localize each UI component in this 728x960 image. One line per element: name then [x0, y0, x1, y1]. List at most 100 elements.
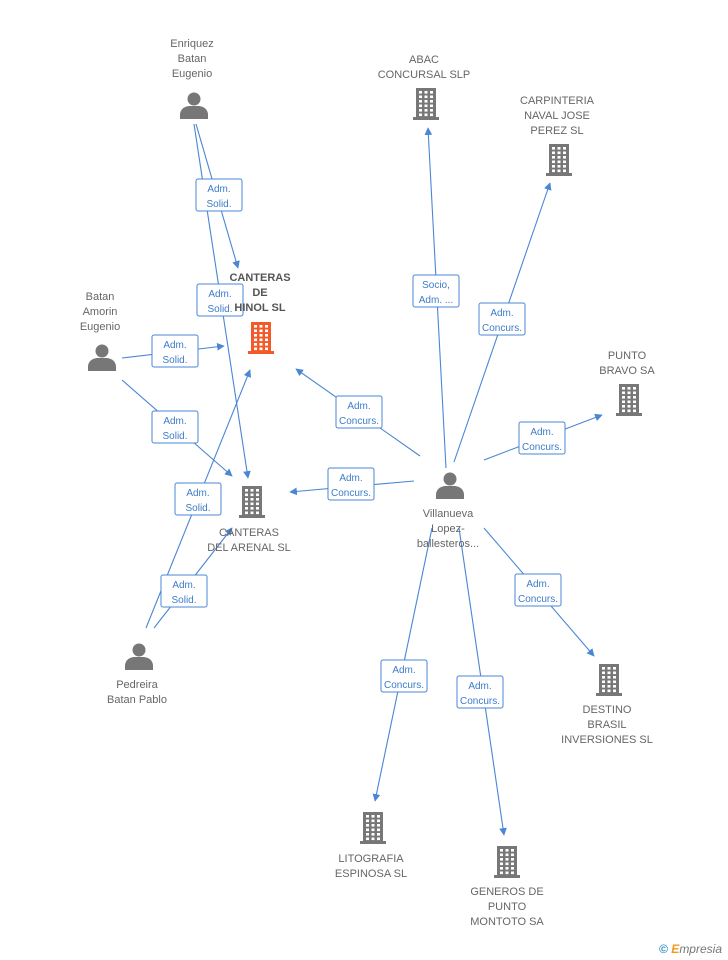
building-window — [505, 853, 509, 857]
person-body — [125, 657, 153, 670]
edge-label-e1[interactable]: Adm. Solid. — [195, 178, 243, 212]
building-window — [250, 489, 254, 492]
person-icon — [88, 344, 116, 371]
building-window — [245, 507, 248, 510]
person-head — [187, 92, 201, 106]
edge-label-text: Adm. — [207, 184, 230, 195]
edge-label-e3[interactable]: Adm.Solid. — [151, 334, 199, 368]
node-label: NAVAL JOSE — [524, 110, 590, 122]
person-body — [180, 106, 208, 119]
edge-label-text: Solid. — [206, 199, 231, 210]
building-window — [250, 498, 254, 501]
building-window — [371, 819, 375, 823]
building-window — [563, 160, 566, 164]
edge-label-e6[interactable]: Adm.Solid. — [160, 574, 208, 608]
building-window — [366, 837, 369, 841]
person-head — [443, 472, 457, 486]
edge-label-box — [327, 467, 375, 501]
building-window — [613, 671, 616, 675]
building-window — [424, 95, 428, 99]
building-window — [254, 325, 257, 328]
building-window — [419, 104, 422, 108]
node-label: CANTERAS — [229, 272, 290, 284]
person-head — [95, 344, 109, 358]
edge-label-text: Concurs. — [339, 416, 379, 427]
node-label: Eugenio — [80, 321, 120, 333]
edge-label-e5[interactable]: Adm.Solid. — [174, 482, 222, 516]
edge-label-text: Adm. — [530, 427, 553, 438]
node-label: Lopez- — [431, 523, 465, 535]
node-villanueva[interactable]: VillanuevaLopez-ballesteros... — [417, 472, 479, 551]
edge-label-text: Concurs. — [482, 323, 522, 334]
edge-label-e4[interactable]: Adm.Solid. — [151, 410, 199, 444]
building-base — [596, 693, 622, 696]
edge-label-e12[interactable]: Adm.Concurs. — [514, 573, 562, 607]
edge-label-text: Concurs. — [522, 442, 562, 453]
building-window — [500, 867, 503, 870]
copyright-symbol: © — [659, 942, 668, 956]
edge-label-box — [514, 573, 562, 607]
edge-label-box — [456, 675, 504, 709]
building-window — [602, 689, 605, 693]
building-window — [419, 109, 422, 112]
building-window — [607, 685, 611, 688]
person-body — [88, 358, 116, 371]
building-window — [250, 511, 254, 515]
edge-label-box — [335, 395, 383, 429]
building-window — [377, 828, 380, 832]
edge-label-e10[interactable]: Adm.Concurs. — [335, 395, 383, 429]
edge-label-text: Adm. — [208, 289, 231, 300]
building-window — [552, 147, 555, 150]
node-label: BRASIL — [587, 719, 626, 731]
building-window — [557, 169, 561, 173]
edge-label-e13[interactable]: Adm.Concurs. — [380, 659, 428, 693]
building-window — [627, 387, 631, 390]
node-label: Enriquez — [170, 38, 213, 50]
building-window — [259, 325, 263, 328]
edge-label-e7[interactable]: Socio,Adm. ... — [412, 274, 460, 308]
edge-label-e8[interactable]: Adm.Concurs. — [478, 302, 526, 336]
edge-label-text: Solid. — [171, 595, 196, 606]
edge-label-text: Socio, — [422, 280, 450, 291]
edge-label-box — [151, 410, 199, 444]
building-window — [430, 100, 433, 103]
building-window — [371, 828, 375, 832]
building-window — [245, 493, 248, 497]
building-window — [424, 104, 428, 108]
building-window — [633, 409, 636, 413]
building-window — [563, 165, 566, 168]
node-label: Villanueva — [423, 508, 474, 520]
building-window — [511, 871, 514, 875]
edge-label-text: Solid. — [162, 355, 187, 366]
node-label: Batan — [86, 291, 115, 303]
building-window — [371, 824, 375, 827]
edge-label-e14[interactable]: Adm.Concurs. — [456, 675, 504, 709]
building-window — [613, 676, 616, 679]
building-window — [259, 347, 263, 351]
building-window — [557, 156, 561, 159]
edge-label-text: Solid. — [207, 304, 232, 315]
edge-labels-layer: Adm.Solid.Adm.Solid.Adm.Solid.Adm.Solid.… — [151, 178, 566, 709]
edge-label-e2[interactable]: Adm. Solid. — [196, 283, 244, 317]
edge-label-e11[interactable]: Adm.Concurs. — [327, 467, 375, 501]
edge-label-e9[interactable]: Adm. Concurs. — [518, 421, 566, 455]
building-window — [622, 387, 625, 390]
building-base — [494, 875, 520, 878]
building-window — [511, 853, 514, 857]
building-window — [607, 671, 611, 675]
person-head — [132, 643, 146, 657]
building-window — [607, 667, 611, 670]
building-window — [377, 819, 380, 823]
building-window — [627, 405, 631, 408]
